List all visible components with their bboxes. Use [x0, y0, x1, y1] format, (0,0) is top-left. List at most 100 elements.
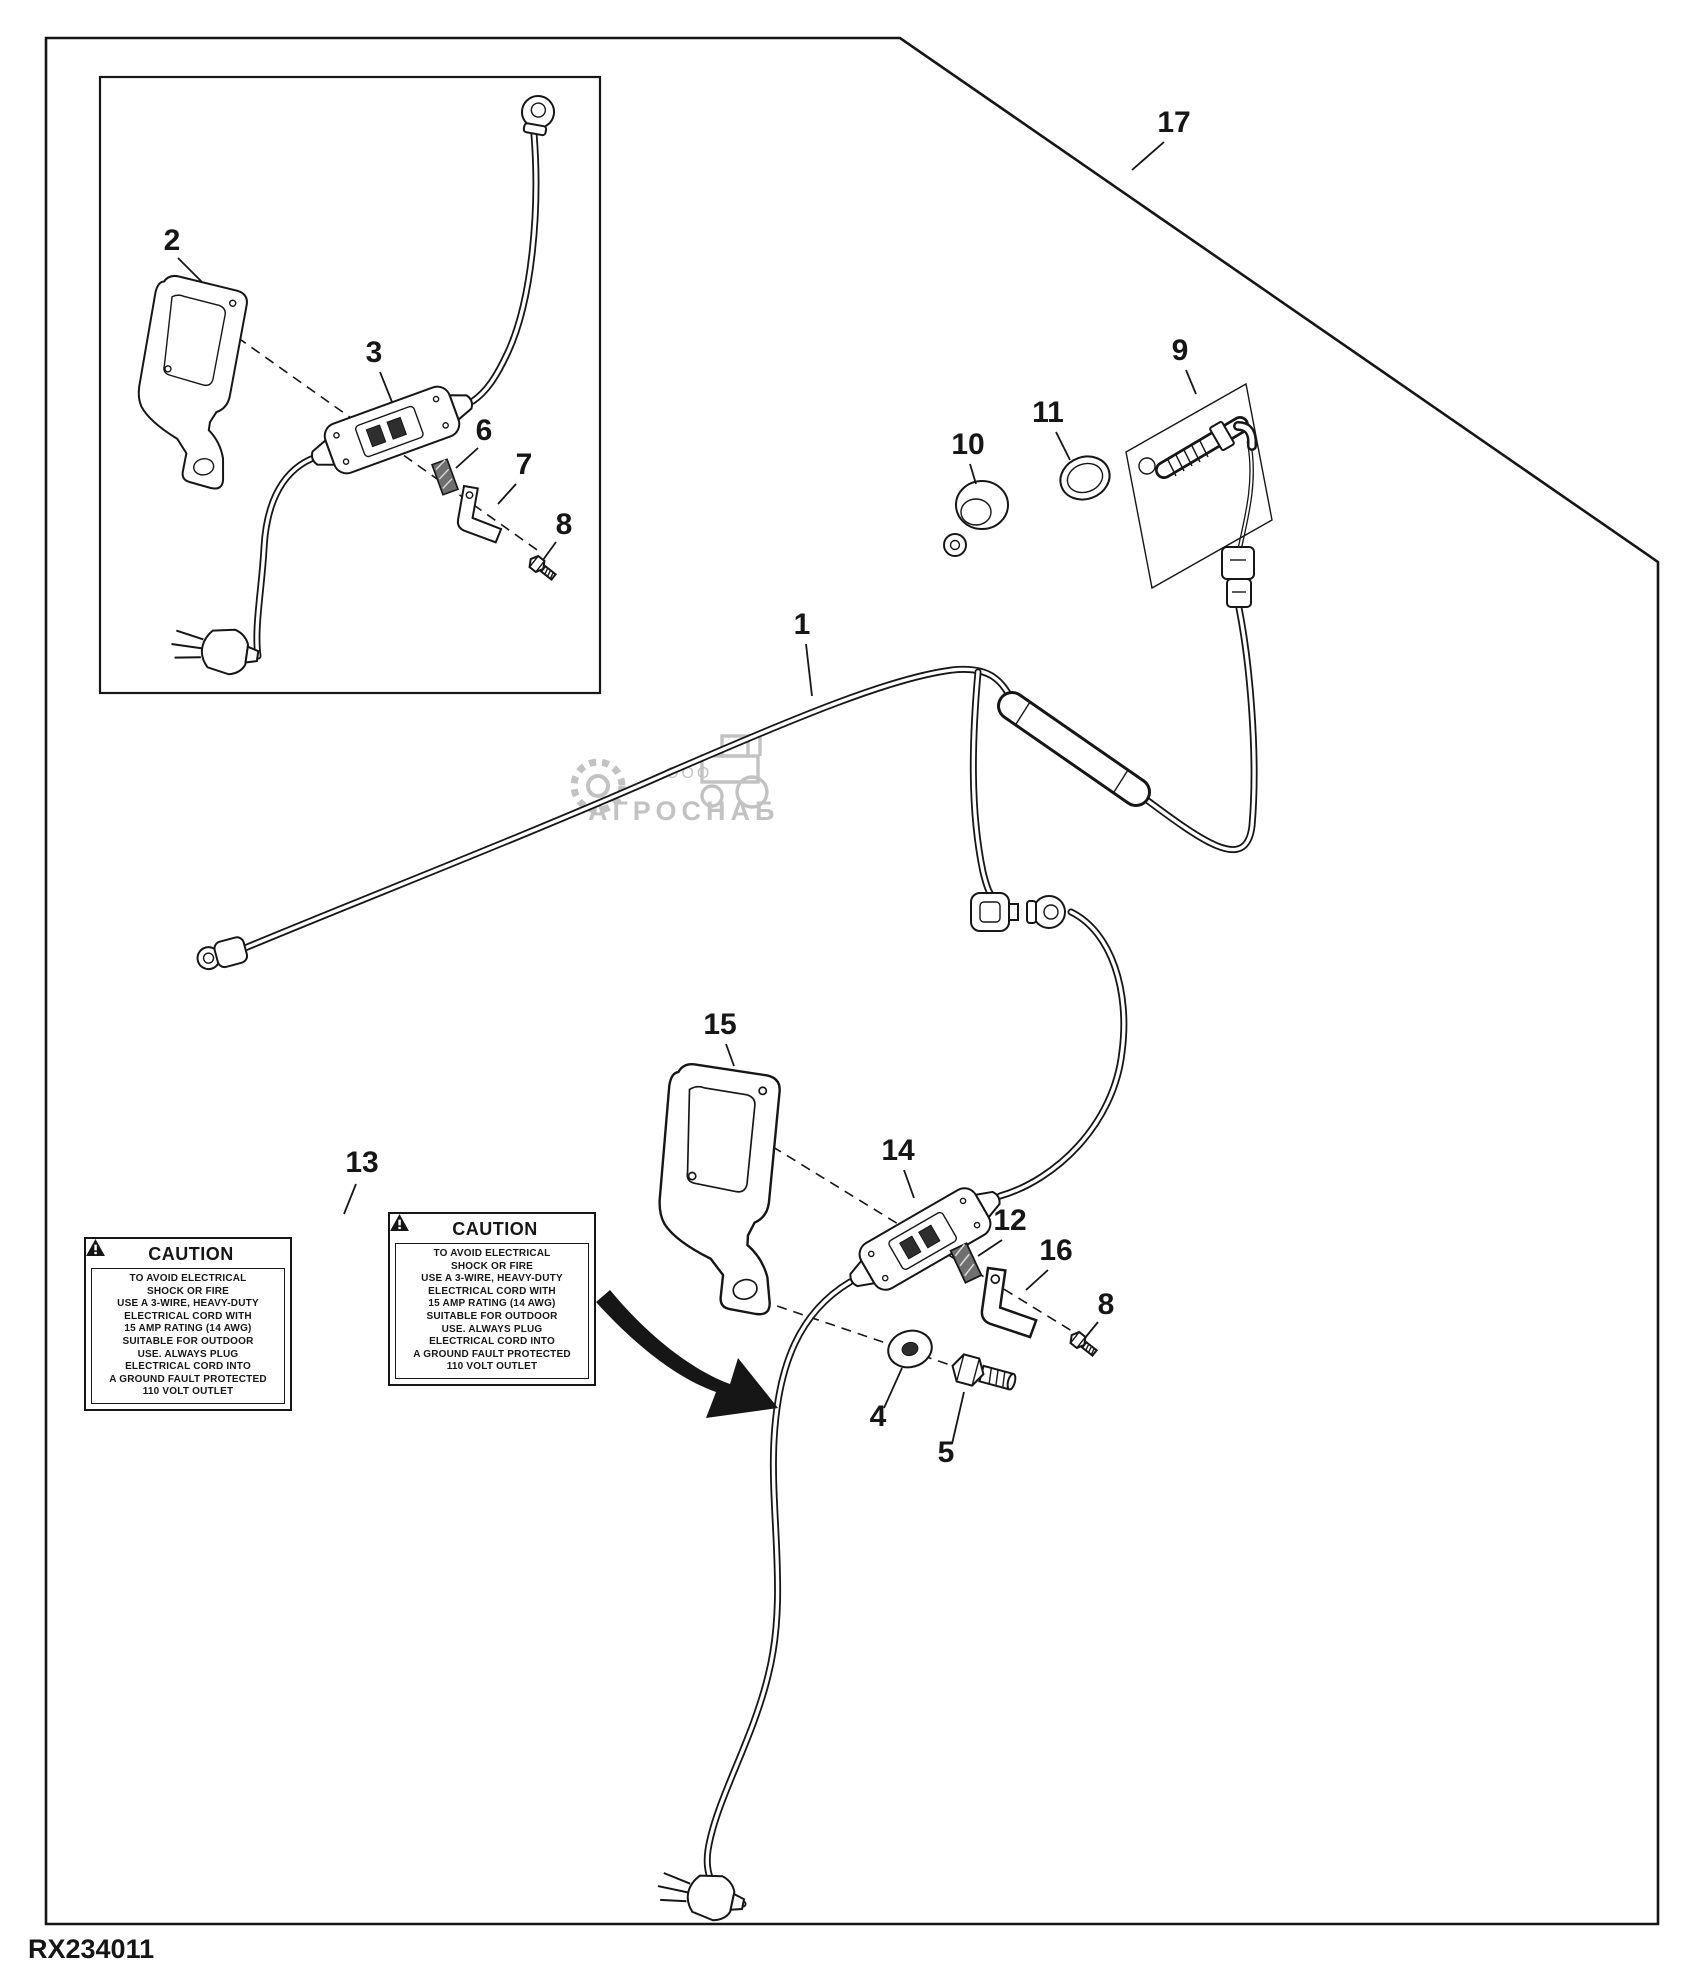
part-2-bracket [125, 272, 252, 491]
callout-9: 9 [1172, 334, 1189, 367]
harness-branch-cable [973, 672, 990, 893]
leader-11 [1055, 431, 1071, 461]
gear-icon [570, 758, 626, 814]
leader-8a [542, 541, 557, 561]
caution-line: SUITABLE FOR OUTDOOR [122, 1335, 254, 1347]
page-border [44, 36, 1660, 1926]
callout-2: 2 [164, 224, 181, 257]
caution-line: 15 AMP RATING (14 AWG) [428, 1298, 556, 1310]
rotation-arrow [596, 1290, 778, 1418]
part-7-clip [454, 485, 509, 544]
caution-title: CAUTION [148, 1244, 234, 1264]
inset-box [98, 75, 602, 695]
part-1-left-plug [193, 934, 250, 975]
caution-line: TO AVOID ELECTRICAL [129, 1273, 247, 1284]
part-15-bracket [652, 1061, 784, 1316]
part-10-plug [943, 480, 1009, 557]
caution-line: SHOCK OR FIRE [146, 1285, 230, 1297]
leader-4 [883, 1367, 903, 1409]
caution-label-right: CAUTION TO AVOID ELECTRICAL SHOCK OR FIR… [388, 1212, 596, 1386]
callout-16: 16 [1039, 1234, 1072, 1267]
callout-4: 4 [870, 1400, 887, 1433]
caution-line: USE A 3-WIRE, HEAVY-DUTY [421, 1273, 563, 1285]
leader-13 [343, 1183, 357, 1215]
part-14-wall-plug [652, 1862, 749, 1927]
part-11-o-ring [1059, 455, 1111, 501]
caution-line: 15 AMP RATING (14 AWG) [124, 1323, 252, 1335]
callout-12: 12 [993, 1204, 1026, 1237]
heater-element-wire [1240, 442, 1252, 547]
part-4-washer [883, 1324, 937, 1374]
part-16-clip [978, 1266, 1044, 1339]
caution-text: TO AVOID ELECTRICAL SHOCK OR FIRE USE A … [395, 1243, 589, 1379]
part-9-heater-element-kit [1125, 382, 1273, 590]
part-3-cord-connector [517, 92, 558, 138]
leader-2 [177, 257, 203, 283]
part-3-wall-plug [167, 620, 262, 679]
part-3-gfci-device [302, 375, 482, 485]
caution-line: ELECTRICAL CORD WITH [428, 1285, 556, 1297]
callout-17: 17 [1157, 106, 1190, 139]
callout-10: 10 [951, 428, 984, 461]
caution-title: CAUTION [452, 1219, 538, 1239]
caution-line: SUITABLE FOR OUTDOOR [426, 1310, 558, 1322]
caution-line: USE. ALWAYS PLUG [137, 1348, 239, 1360]
caution-label-left: CAUTION TO AVOID ELECTRICAL SHOCK OR FIR… [84, 1237, 292, 1411]
caution-line: USE. ALWAYS PLUG [441, 1323, 543, 1335]
leader-16 [1025, 1269, 1049, 1291]
cord-round-connector [1026, 895, 1066, 929]
heater-element-connector [1221, 546, 1255, 608]
part-6-spacer [431, 458, 459, 496]
leader-10 [969, 463, 977, 485]
callout-15: 15 [703, 1008, 736, 1041]
leader-lines [177, 141, 1197, 1445]
leader-6 [455, 447, 479, 469]
cord-top-to-connector [473, 134, 536, 401]
watermark-company: АГРОСНАБ [588, 796, 779, 826]
caution-line: ELECTRICAL CORD INTO [429, 1336, 555, 1348]
harness-splice [997, 691, 1151, 807]
cord-lower-to-wall-plug [707, 1282, 850, 1904]
callout-6: 6 [476, 414, 493, 447]
caution-line: ELECTRICAL CORD INTO [125, 1361, 251, 1373]
caution-line: SHOCK OR FIRE [450, 1260, 534, 1272]
doc-code: RX234011 [28, 1934, 155, 1964]
leader-12 [977, 1239, 1003, 1257]
caution-line: A GROUND FAULT PROTECTED [109, 1373, 267, 1385]
leader-17 [1131, 141, 1165, 171]
callout-3: 3 [366, 336, 383, 369]
leader-8b [1084, 1321, 1099, 1339]
leader-9 [1185, 369, 1197, 395]
leader-7 [497, 483, 517, 505]
caution-line: 110 VOLT OUTLET [142, 1386, 234, 1398]
callout-8b: 8 [1098, 1288, 1115, 1321]
cord-top-to-wall-plug [257, 459, 311, 656]
caution-line: ELECTRICAL CORD WITH [124, 1310, 252, 1322]
callout-8a: 8 [556, 508, 573, 541]
part-12-spacer [949, 1242, 983, 1284]
part-8-screw-top [525, 552, 559, 584]
leader-5 [951, 1391, 965, 1445]
caution-line: A GROUND FAULT PROTECTED [413, 1348, 571, 1360]
callout-14: 14 [881, 1134, 915, 1167]
leader-15 [725, 1043, 735, 1067]
callout-13: 13 [345, 1146, 378, 1179]
harness-elbow-connector [970, 892, 1019, 932]
caution-line: USE A 3-WIRE, HEAVY-DUTY [117, 1298, 259, 1310]
cord-mid-to-gfci [1000, 912, 1124, 1196]
harness-right-cable [1136, 608, 1254, 850]
caution-line: TO AVOID ELECTRICAL [433, 1248, 551, 1259]
leader-1 [805, 643, 813, 697]
caution-line: 110 VOLT OUTLET [446, 1361, 538, 1373]
part-5-bolt [947, 1351, 1020, 1398]
callout-11: 11 [1032, 396, 1064, 429]
part-8-screw-lower [1066, 1328, 1100, 1360]
callout-1: 1 [794, 608, 811, 641]
caution-text: TO AVOID ELECTRICAL SHOCK OR FIRE USE A … [91, 1268, 285, 1404]
callout-5: 5 [938, 1436, 955, 1469]
watermark: ООО АГРОСНАБ [570, 734, 779, 826]
callout-7: 7 [516, 448, 533, 481]
leader-14 [903, 1169, 915, 1199]
